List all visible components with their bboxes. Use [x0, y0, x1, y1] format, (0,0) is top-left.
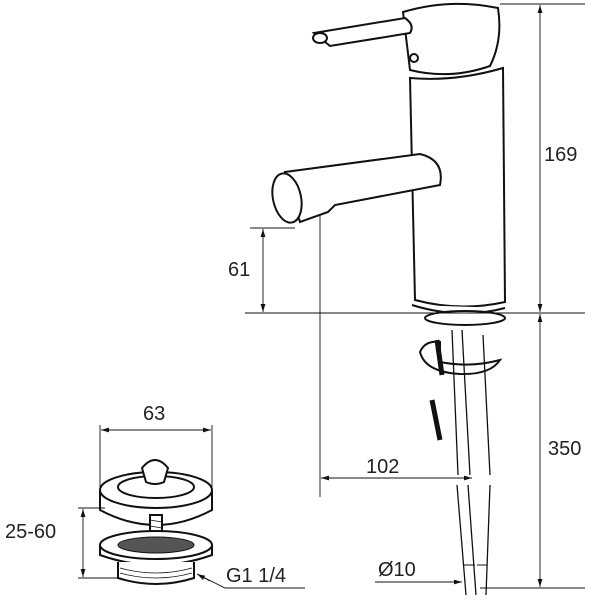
drain-plug: [99, 459, 213, 585]
dimension-350: 350: [480, 314, 585, 589]
dimension-102-label: 102: [366, 456, 399, 478]
faucet-body: [401, 2, 507, 315]
lever-handle: [311, 16, 413, 48]
dimension-diameter-10: Ø10: [375, 559, 462, 585]
dimension-63: 63: [99, 403, 213, 490]
hoses: [451, 329, 491, 596]
dimension-350-label: 350: [548, 438, 581, 460]
dimension-61: 61: [228, 227, 295, 312]
mounting-hardware: [418, 310, 506, 441]
dimension-thread-label: G1 1/4: [226, 565, 286, 587]
dimension-61-label: 61: [228, 259, 250, 281]
dimension-25-60: 25-60: [5, 507, 118, 579]
spout: [271, 152, 442, 224]
dimension-thread: G1 1/4: [196, 565, 305, 589]
dimension-25-60-label: 25-60: [5, 521, 56, 543]
dimension-diameter-10-label: Ø10: [378, 559, 416, 581]
dimension-169: 169: [245, 3, 585, 314]
dimension-169-label: 169: [544, 144, 577, 166]
dimension-102: 102: [319, 215, 472, 497]
dimension-63-label: 63: [143, 403, 165, 425]
